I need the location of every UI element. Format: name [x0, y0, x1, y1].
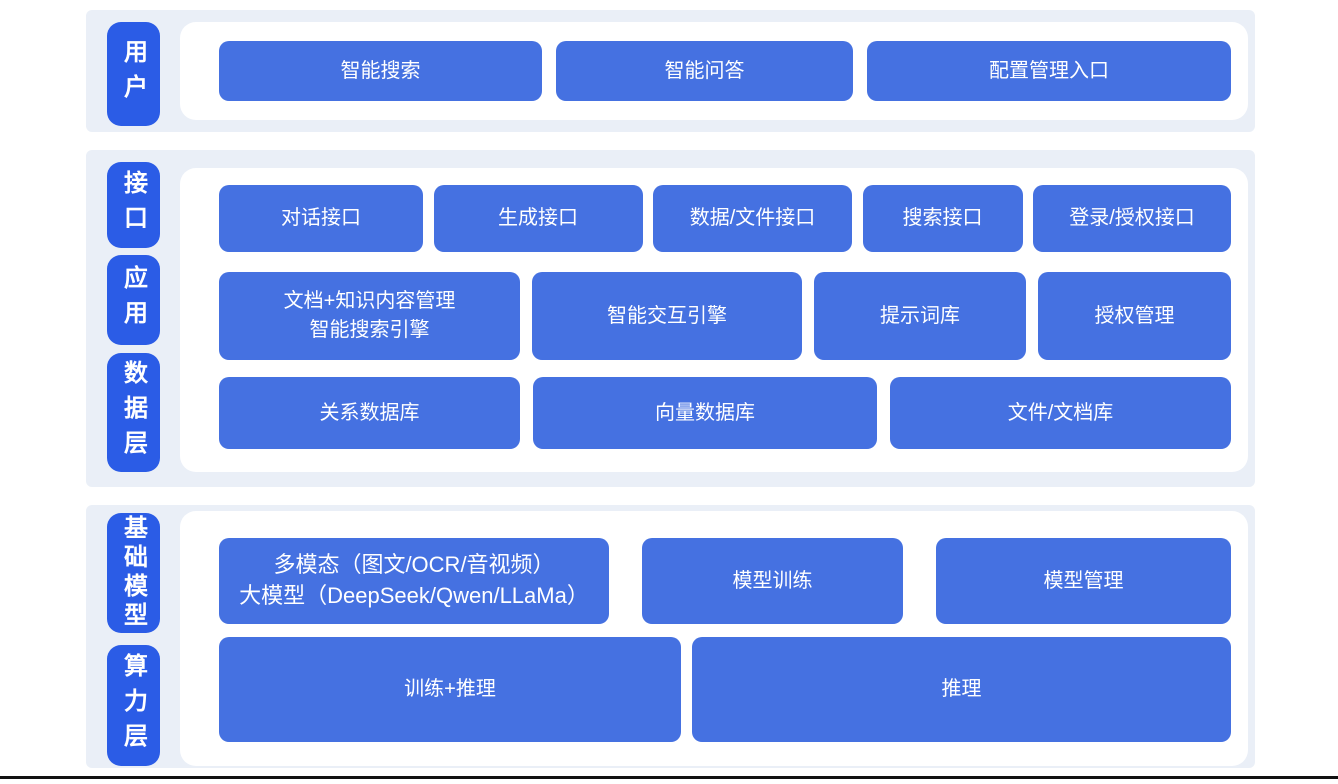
node-doc-knowledge-line2: 智能搜索引擎 [309, 319, 430, 341]
layer-group-user: 用户 智能搜索 智能问答 配置管理入口 [86, 10, 1255, 132]
button-row-applications: 文档+知识内容管理 智能搜索引擎 智能交互引擎 提示词库 授权管理 [180, 272, 1248, 360]
layer-panel-user: 智能搜索 智能问答 配置管理入口 [180, 22, 1248, 120]
node-file-doc-store: 文件/文档库 [890, 377, 1231, 449]
node-interactive-engine: 智能交互引擎 [532, 272, 802, 360]
node-multimodal-llm-line2: 大模型（DeepSeek/Qwen/LLaMa） [239, 583, 589, 608]
layer-label-compute-text: 算力层 [119, 653, 147, 758]
node-prompt-library: 提示词库 [814, 272, 1026, 360]
node-multimodal-llm-line1: 多模态（图文/OCR/音视频） [273, 552, 555, 578]
layer-panel-model-compute: 多模态（图文/OCR/音视频） 大模型（DeepSeek/Qwen/LLaMa）… [180, 511, 1248, 766]
node-doc-knowledge-line1: 文档+知识内容管理 [283, 290, 456, 312]
button-row-compute: 训练+推理 推理 [180, 637, 1248, 742]
button-row-models: 多模态（图文/OCR/音视频） 大模型（DeepSeek/Qwen/LLaMa）… [180, 511, 1248, 624]
layer-label-column: 基础模型 算力层 [86, 505, 180, 766]
layer-label-foundation-model-text: 基础模型 [119, 515, 147, 631]
layer-label-user: 用户 [106, 22, 160, 126]
node-model-training: 模型训练 [642, 538, 903, 624]
node-training-inference: 训练+推理 [219, 637, 681, 742]
layer-label-compute: 算力层 [106, 645, 160, 766]
layer-label-column: 接口 应用 数据层 [86, 150, 180, 472]
node-auth-management: 授权管理 [1038, 272, 1231, 360]
layer-label-foundation-model: 基础模型 [106, 513, 160, 633]
layer-group-model-compute: 基础模型 算力层 多模态（图文/OCR/音视频） 大模型（DeepSeek/Qw… [86, 505, 1255, 768]
node-login-auth-api: 登录/授权接口 [1033, 185, 1231, 252]
node-vector-db: 向量数据库 [533, 377, 877, 449]
node-search-api: 搜索接口 [862, 185, 1023, 252]
bottom-divider [0, 776, 1338, 779]
button-row-interfaces: 对话接口 生成接口 数据/文件接口 搜索接口 登录/授权接口 [180, 168, 1248, 252]
layer-panel-interface-app-data: 对话接口 生成接口 数据/文件接口 搜索接口 登录/授权接口 文档+知识内容管理… [180, 168, 1248, 472]
node-data-file-api: 数据/文件接口 [653, 185, 852, 252]
node-multimodal-llm: 多模态（图文/OCR/音视频） 大模型（DeepSeek/Qwen/LLaMa） [219, 538, 609, 624]
layer-label-application-text: 应用 [119, 265, 147, 335]
layer-label-interface: 接口 [106, 162, 160, 248]
node-generation-api: 生成接口 [433, 185, 643, 252]
layer-label-user-text: 用户 [119, 39, 147, 109]
node-dialog-api: 对话接口 [219, 185, 423, 252]
layer-label-data-text: 数据层 [119, 360, 147, 465]
layer-label-column: 用户 [86, 10, 180, 126]
node-smart-search: 智能搜索 [219, 41, 542, 101]
node-config-management-entry: 配置管理入口 [867, 41, 1231, 101]
layer-label-application: 应用 [106, 255, 160, 345]
node-model-management: 模型管理 [936, 538, 1231, 624]
node-smart-qa: 智能问答 [556, 41, 853, 101]
button-row-data-stores: 关系数据库 向量数据库 文件/文档库 [180, 377, 1248, 449]
node-doc-knowledge-search-engine: 文档+知识内容管理 智能搜索引擎 [219, 272, 520, 360]
layer-label-data: 数据层 [106, 353, 160, 472]
button-row: 智能搜索 智能问答 配置管理入口 [180, 22, 1248, 101]
layer-group-interface-app-data: 接口 应用 数据层 对话接口 生成接口 数据/文件接口 搜索接口 登录/授权接口… [86, 150, 1255, 487]
node-relational-db: 关系数据库 [219, 377, 520, 449]
layer-label-interface-text: 接口 [119, 170, 147, 240]
node-inference: 推理 [692, 637, 1231, 742]
